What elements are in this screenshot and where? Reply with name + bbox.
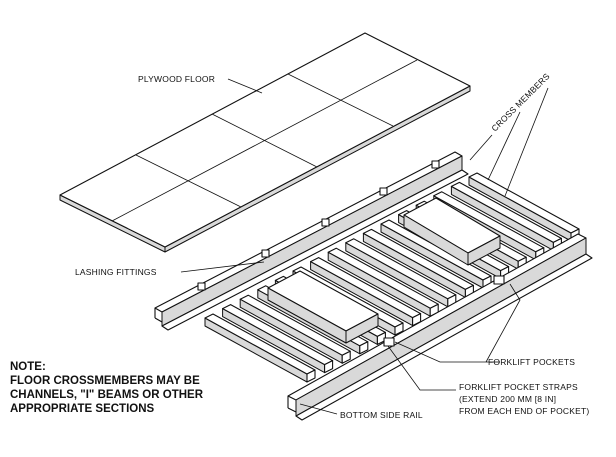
cross-member bbox=[310, 257, 422, 327]
floor-seam bbox=[111, 59, 418, 222]
forklift-pocket-front bbox=[267, 287, 347, 344]
leader-bottom-side-rail bbox=[299, 403, 338, 415]
label-plywood-floor: PLYWOOD FLOOR bbox=[138, 74, 215, 84]
lashing-fitting bbox=[379, 187, 388, 196]
forklift-pocket-right bbox=[403, 197, 501, 266]
back-rail-bottom-flange bbox=[161, 169, 469, 331]
plywood-floor-panel bbox=[59, 32, 471, 253]
forklift-pocket-strap bbox=[383, 337, 395, 347]
leader-cross-members bbox=[504, 87, 549, 197]
note-block: NOTE: FLOOR CROSSMEMBERS MAY BE CHANNELS… bbox=[10, 361, 204, 415]
lashing-fitting bbox=[321, 218, 330, 227]
cross-member bbox=[362, 228, 474, 298]
label-pocket-straps-line2: (EXTEND 200 MM [8 IN] bbox=[459, 394, 556, 404]
leader-plywood-floor bbox=[227, 78, 263, 94]
lashing-fitting bbox=[197, 282, 206, 291]
cross-member bbox=[239, 294, 351, 364]
cross-member bbox=[345, 238, 457, 308]
cross-member bbox=[222, 304, 334, 374]
bottom-rail-bottom-flange bbox=[295, 253, 593, 421]
leader-lashing-fittings bbox=[180, 261, 265, 273]
note-line: CHANNELS, "I" BEAMS OR OTHER bbox=[10, 389, 204, 401]
label-forklift-pockets: FORKLIFT POCKETS bbox=[488, 357, 575, 367]
forklift-pocket-strap bbox=[493, 275, 505, 285]
label-bottom-side-rail: BOTTOM SIDE RAIL bbox=[340, 410, 423, 420]
cross-member bbox=[204, 313, 316, 383]
note-heading: NOTE: bbox=[10, 361, 46, 373]
bottom-side-rail bbox=[287, 233, 593, 421]
leader-cross-members bbox=[469, 134, 493, 161]
label-pocket-straps-line1: FORKLIFT POCKET STRAPS bbox=[459, 382, 578, 392]
lashing-fitting bbox=[431, 160, 440, 169]
back-side-rail bbox=[154, 151, 469, 331]
note-line: FLOOR CROSSMEMBERS MAY BE bbox=[10, 375, 200, 387]
leader-cross-members bbox=[487, 111, 521, 181]
forklift-pocket-front bbox=[403, 214, 469, 266]
label-pocket-straps-line3: FROM EACH END OF POCKET) bbox=[459, 406, 589, 416]
lashing-fitting bbox=[261, 249, 270, 258]
leader-lines bbox=[180, 78, 549, 415]
leader-pocket-straps bbox=[387, 345, 456, 391]
leader-forklift-pockets bbox=[394, 341, 486, 363]
forklift-pocket-left bbox=[267, 270, 379, 344]
note-line: APPROPRIATE SECTIONS bbox=[10, 403, 155, 415]
label-lashing-fittings: LASHING FITTINGS bbox=[75, 267, 157, 277]
